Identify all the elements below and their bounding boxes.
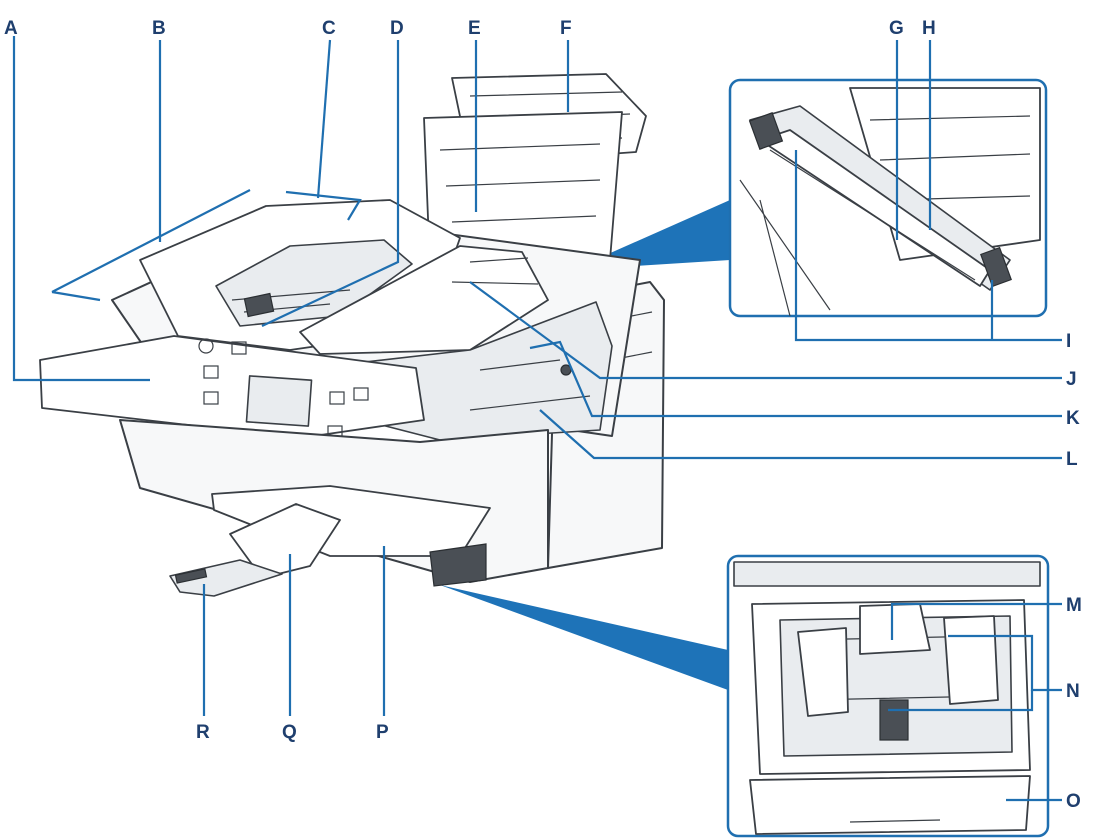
lower-inset — [726, 554, 1050, 838]
label-h: H — [922, 18, 936, 39]
label-c: C — [322, 18, 336, 39]
lcd-screen — [245, 375, 313, 427]
label-d: D — [390, 18, 404, 39]
cassette-guide-slider — [879, 699, 909, 741]
label-f: F — [560, 18, 572, 39]
label-k: K — [1066, 408, 1080, 429]
lower-inset-beam — [440, 585, 728, 690]
cassette-cover — [749, 775, 1031, 835]
cassette-slot — [429, 543, 487, 587]
label-m: M — [1066, 595, 1082, 616]
label-q: Q — [282, 722, 297, 743]
label-n: N — [1066, 681, 1080, 702]
label-r: R — [196, 722, 210, 743]
label-p: P — [376, 722, 389, 743]
operation-panel — [39, 335, 425, 439]
paper-guide-right — [980, 246, 1012, 288]
upper-inset — [728, 78, 1048, 318]
label-e: E — [468, 18, 481, 39]
leader-lines — [12, 36, 1062, 802]
document-guide — [243, 292, 275, 318]
label-b: B — [152, 18, 166, 39]
part-labels: A B C D E F G H I J K L M N O P Q R — [4, 18, 1082, 812]
paper-guide-left — [748, 112, 784, 150]
cassette-guide-left — [797, 627, 849, 717]
document-output-tray — [299, 245, 549, 355]
label-j: J — [1066, 369, 1077, 390]
label-o: O — [1066, 791, 1081, 812]
output-paper-support — [169, 559, 283, 597]
label-i: I — [1066, 331, 1071, 352]
label-g: G — [889, 18, 904, 39]
cassette-guide-right — [943, 615, 999, 705]
label-a: A — [4, 18, 18, 39]
cassette-guide-center — [859, 603, 931, 655]
label-l: L — [1066, 449, 1078, 470]
printer-illustration — [39, 73, 665, 597]
